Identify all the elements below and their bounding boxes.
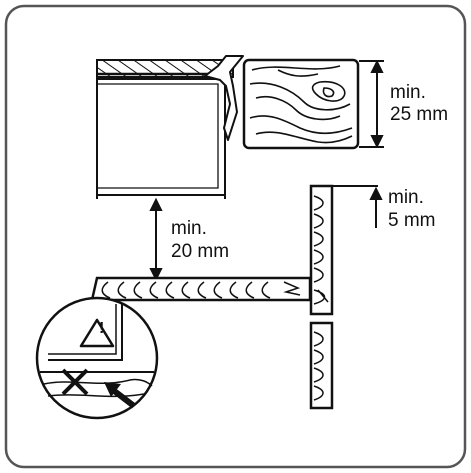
worktop-dimension-arrow <box>359 59 384 149</box>
side-panel-lower <box>309 321 334 410</box>
gap-min-label: min. <box>171 218 207 239</box>
side-min-label: min. <box>388 187 424 208</box>
warning-detail <box>35 296 159 420</box>
gap-value-label: 20 mm <box>171 241 230 262</box>
warning-triangle-icon <box>79 318 115 348</box>
gap-dimension-arrow <box>149 197 163 282</box>
worktop-section <box>242 58 360 150</box>
warning-symbol: ! <box>99 320 105 337</box>
worktop-value-label: 25 mm <box>390 104 449 125</box>
mounting-clip <box>204 55 244 141</box>
side-panel-upper <box>309 184 334 316</box>
worktop-min-label: min. <box>390 82 426 103</box>
side-clearance-arrow <box>333 185 383 228</box>
arrow-icon <box>104 382 136 409</box>
shelf-section <box>90 276 312 302</box>
side-value-label: 5 mm <box>388 210 436 231</box>
